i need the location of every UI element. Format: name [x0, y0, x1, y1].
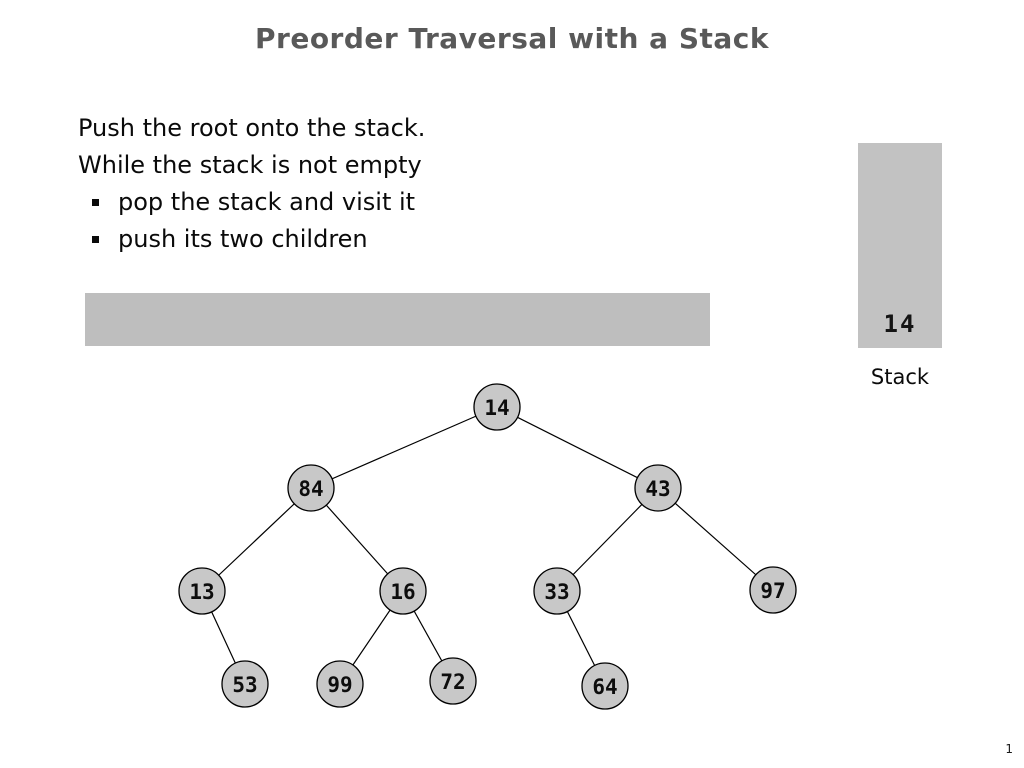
- tree-edge: [201, 487, 312, 592]
- tree-node-label: 97: [760, 579, 785, 603]
- stack-box: 14: [858, 143, 942, 348]
- tree-node-label: 99: [327, 673, 352, 697]
- tree-edge: [657, 487, 774, 591]
- bullet-square-icon: [92, 199, 99, 206]
- bullet-item: pop the stack and visit it: [78, 184, 425, 221]
- tree-node-circle: [634, 464, 682, 512]
- tree-node-label: 13: [189, 580, 214, 604]
- algorithm-line: Push the root onto the stack.: [78, 114, 426, 142]
- tree-node-circle: [429, 657, 477, 705]
- slide-title: Preorder Traversal with a Stack: [255, 22, 769, 55]
- tree-node: 14: [473, 383, 521, 431]
- bullet-square-icon: [92, 236, 99, 243]
- tree-edge: [496, 406, 659, 489]
- algorithm-line: While the stack is not empty: [78, 151, 422, 179]
- bullet-item: push its two children: [78, 221, 425, 258]
- tree-node-label: 16: [390, 580, 415, 604]
- tree-node: 97: [749, 566, 797, 614]
- tree-node: 43: [634, 464, 682, 512]
- tree-node-label: 33: [544, 580, 569, 604]
- tree-node-circle: [581, 662, 629, 710]
- tree-node-circle: [533, 567, 581, 615]
- tree-node-label: 14: [484, 396, 509, 420]
- tree-edge: [556, 487, 659, 592]
- tree-node-circle: [287, 464, 335, 512]
- tree-node-label: 72: [440, 670, 465, 694]
- tree-node: 53: [221, 660, 269, 708]
- tree-node-label: 43: [645, 477, 670, 501]
- tree-node: 72: [429, 657, 477, 705]
- tree-edge: [310, 406, 498, 489]
- tree-node-circle: [316, 660, 364, 708]
- tree-node-circle: [473, 383, 521, 431]
- tree-node: 99: [316, 660, 364, 708]
- page-number: 1: [1005, 742, 1013, 756]
- tree-node: 84: [287, 464, 335, 512]
- bullet-item-label: push its two children: [118, 225, 368, 253]
- stack-label: Stack: [870, 365, 930, 389]
- tree-node-label: 53: [232, 673, 257, 697]
- stack-item-value: 14: [883, 310, 917, 338]
- bullet-item-label: pop the stack and visit it: [118, 188, 416, 216]
- tree-node: 16: [379, 567, 427, 615]
- tree-node: 33: [533, 567, 581, 615]
- visited-output-bar: [85, 293, 710, 346]
- tree-node-label: 64: [592, 675, 617, 699]
- tree-node: 13: [178, 567, 226, 615]
- tree-node-circle: [221, 660, 269, 708]
- tree-node-label: 84: [298, 477, 323, 501]
- tree-node-circle: [379, 567, 427, 615]
- tree-node: 64: [581, 662, 629, 710]
- tree-node-circle: [749, 566, 797, 614]
- algorithm-text-block: Push the root onto the stack. While the …: [78, 110, 425, 258]
- tree-node-circle: [178, 567, 226, 615]
